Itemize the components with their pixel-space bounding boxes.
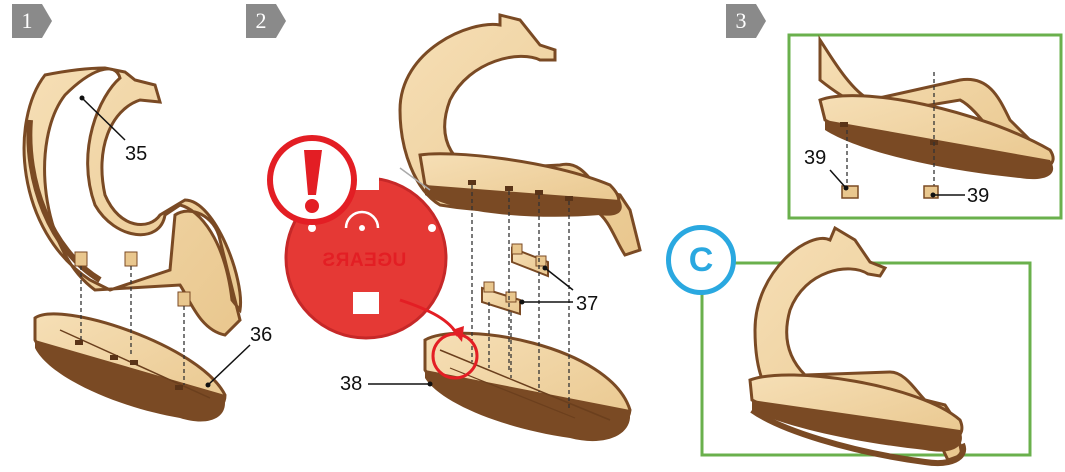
step1-base-part-36 <box>35 314 225 422</box>
step2-base-part-38 <box>425 333 630 441</box>
callout-c-badge: C <box>666 225 736 295</box>
step1-stand-part-35 <box>24 68 240 335</box>
step3-detail-top <box>820 40 1053 179</box>
part-label-37: 37 <box>576 294 598 314</box>
step2-connectors-part-37 <box>482 244 548 314</box>
part-label-39-right: 39 <box>967 186 989 206</box>
part-label-36: 36 <box>250 325 272 345</box>
part-label-38: 38 <box>340 374 362 394</box>
part-label-39-left: 39 <box>804 148 826 168</box>
part-label-35: 35 <box>125 144 147 164</box>
warning-icon <box>270 138 354 222</box>
brand-mirrored-text: UGEARS <box>322 250 406 272</box>
